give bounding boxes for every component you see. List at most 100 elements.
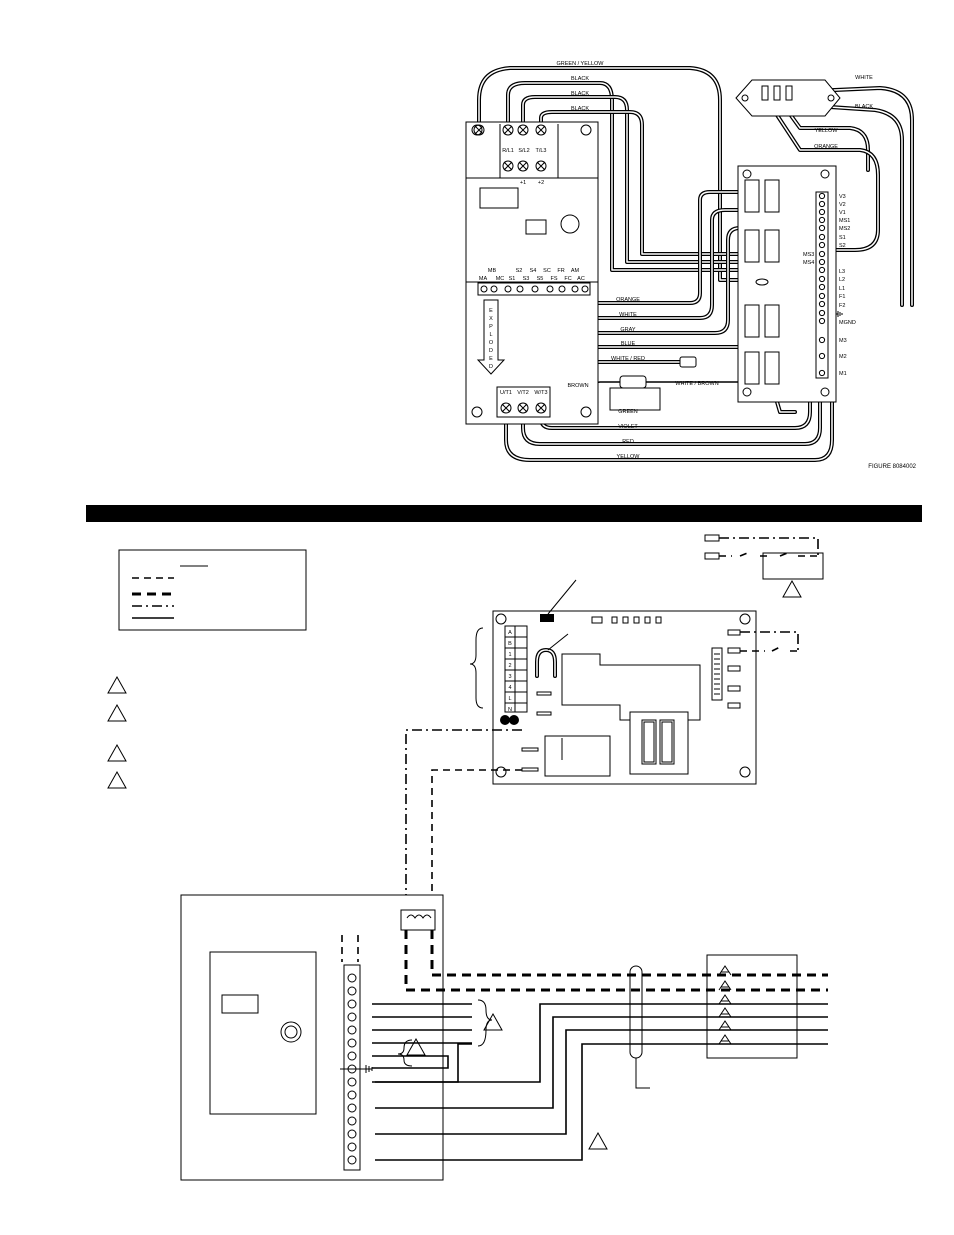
exploded-arrow-icon [476,299,506,375]
control-terminal-labels: MB S2 S4 SC FR AM MA MC S1 S3 S5 FS FC A… [479,268,585,282]
dc-terminal-label: +2 [538,180,544,186]
warning-triangle-icon [107,770,127,789]
lower-schematic: A B 1 2 3 4 L N [107,534,828,1181]
exploded-text-char: E [489,356,493,362]
warning-triangle-icon [782,579,802,598]
control-label: FS [550,276,557,282]
board-row-label: 4 [508,685,511,691]
controller-terminal-screws [347,973,357,1165]
control-label: S1 [509,276,516,282]
wire-nut-icons [718,965,732,1045]
power-plug-icon [735,79,841,117]
figure-label: FIGURE 8084002 [868,464,916,470]
terminal-board: V3 V2 V1 MS1 MS2 S1 S2 MS3 MS4 L3 L2 L1 … [737,165,856,403]
power-terminal-screws [473,124,547,172]
field-wiring-lines [372,930,828,1161]
warning-triangle-icon [406,1037,426,1056]
strip-label: MS4 [803,260,814,266]
board-led-row [591,616,662,624]
board-row-label: 1 [508,652,511,658]
wire-label: RED [622,439,634,445]
warning-triangle-icon [107,675,127,694]
control-label: S5 [537,276,544,282]
wire-label: BLACK [571,106,589,112]
strip-label: V3 [839,194,846,200]
control-board: A B 1 2 3 4 L N [469,579,799,785]
exploded-text-char: D [489,348,493,354]
control-terminal-screws [480,285,589,293]
strip-label: M3 [839,338,847,344]
wire-label: YELLOW [617,454,641,460]
board-chip [540,614,554,622]
board-row-label: A [508,630,512,636]
strip-label: L1 [839,286,845,292]
strip-label: L2 [839,277,845,283]
strip-label: L3 [839,269,845,275]
control-wiring-lines [405,729,522,912]
strip-label: V2 [839,202,846,208]
exploded-text-char: D [489,364,493,370]
strip-label: MS3 [803,252,814,258]
control-label: MC [496,276,505,282]
wire-label: BLACK [571,76,589,82]
terminal-strip-labels: V3 V2 V1 MS1 MS2 S1 S2 MS3 MS4 L3 L2 L1 … [803,194,856,377]
strip-label: V1 [839,210,846,216]
terminal-strip-screws [818,192,826,377]
strip-label: S1 [839,235,846,241]
control-label: AC [577,276,585,282]
control-label: MB [488,268,497,274]
wire-label: GREEN / YELLOW [557,61,605,67]
exploded-text-char: P [489,324,493,330]
wire-label: BLACK [855,104,873,110]
inline-fuse [619,356,697,389]
warning-triangle-icon [107,743,127,762]
output-wire-bundle [504,338,834,462]
controller-enclosure [180,894,503,1181]
wire-label: VIOLET [618,424,638,430]
section-header-bar [86,505,922,522]
remote-switch-circuit [704,534,824,598]
exploded-text-char: O [489,340,494,346]
board-row-label: L [508,696,511,702]
control-label: FC [564,276,571,282]
power-terminal-label: S/L2 [518,148,529,154]
wire-label: BROWN [567,383,588,389]
strip-label: F2 [839,303,845,309]
exploded-text: E [489,308,493,314]
control-label: SC [543,268,551,274]
board-connector-dot [509,715,519,725]
dc-terminal-label: +1 [520,180,526,186]
board-row-label: 2 [508,663,511,669]
strip-label: M2 [839,354,847,360]
power-terminal-label: T/L3 [535,148,546,154]
control-label: AM [571,268,580,274]
wire-label: GREEN [618,409,638,415]
strip-label: S2 [839,243,846,249]
top-wire-bundle [477,66,825,282]
control-label: S4 [530,268,537,274]
power-terminal-label: R/L1 [502,148,514,154]
exploded-text-char: X [489,316,493,322]
wire-label: BLUE [621,341,636,347]
strip-label: MS2 [839,226,850,232]
vfd-drive: R/L1 S/L2 T/L3 +1 +2 MB S2 S4 SC FR AM M… [465,121,661,425]
wire-labels: GREEN / YELLOW BLACK BLACK BLACK ORANGE … [557,61,874,460]
ground-icon [836,311,843,317]
output-terminal-label: U/T1 [500,390,512,396]
legend-box [118,549,307,631]
control-label: S2 [516,268,523,274]
wire-label: ORANGE [814,144,838,150]
junction-box [706,954,798,1059]
ground-icon [340,1065,373,1073]
note-triangles [107,675,127,789]
board-row-label: B [508,641,512,647]
warning-triangle-icon [483,1012,503,1031]
wire-label: ORANGE [616,297,640,303]
wire-label: WHITE [855,75,873,81]
output-terminal-label: W/T3 [534,390,547,396]
strip-label: MGND [839,320,856,326]
wire-label: WHITE [619,312,637,318]
wire-label: BLACK [571,91,589,97]
wire-label: WHITE / RED [611,356,645,362]
